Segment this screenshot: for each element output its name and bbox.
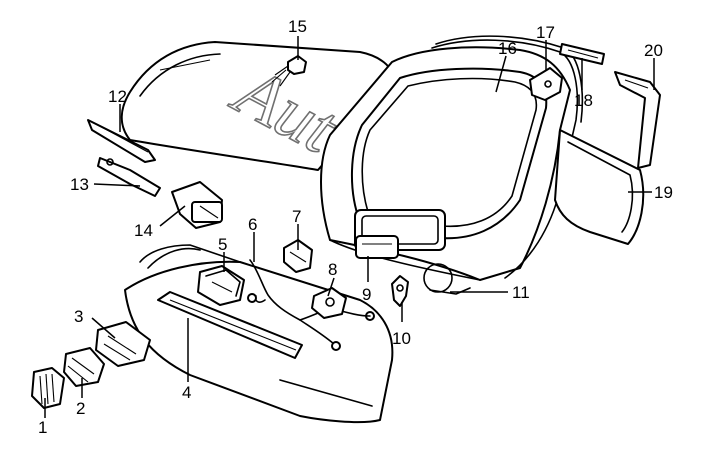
callout-14: 14 — [134, 221, 153, 240]
wiper-motor-14 — [171, 181, 223, 229]
trim-strip-4 — [157, 291, 303, 359]
tailgate-panel — [320, 46, 571, 281]
hinge-17 — [529, 67, 563, 101]
callout-6: 6 — [248, 215, 257, 234]
callout-16: 16 — [498, 39, 517, 58]
lock-actuator-8 — [311, 287, 347, 319]
lens-1 — [31, 367, 65, 409]
callout-4: 4 — [182, 383, 191, 402]
reflector-2 — [63, 347, 105, 387]
callout-8: 8 — [328, 260, 337, 279]
callout-18: 18 — [574, 91, 593, 110]
callout-12: 12 — [108, 87, 127, 106]
callout-1: 1 — [38, 418, 47, 437]
quarter-panel-19 — [554, 129, 645, 245]
callout-19: 19 — [654, 183, 673, 202]
callout-3: 3 — [74, 307, 83, 326]
callout-20: 20 — [644, 41, 663, 60]
callout-17: 17 — [536, 23, 555, 42]
lock-cylinder-10 — [391, 275, 409, 307]
wiper-linkage-13 — [97, 157, 161, 197]
callout-7: 7 — [292, 207, 301, 226]
callout-labels: 1 2 3 4 5 6 7 8 9 10 11 12 13 14 15 16 1… — [38, 17, 673, 437]
callout-10: 10 — [392, 329, 411, 348]
striker-11 — [423, 263, 471, 295]
trim-strip-20 — [614, 71, 661, 169]
windshield-glass — [120, 41, 396, 171]
handle-9 — [355, 235, 399, 259]
emblem-18 — [559, 43, 605, 65]
leader-lines — [44, 36, 655, 418]
wiper-arm-12 — [87, 119, 156, 163]
callout-5: 5 — [218, 235, 227, 254]
callout-9: 9 — [362, 285, 371, 304]
tail-lamp-5 — [197, 265, 245, 306]
callout-13: 13 — [70, 175, 89, 194]
washer-nozzle-15 — [271, 55, 307, 87]
callout-11: 11 — [512, 283, 530, 302]
callout-2: 2 — [76, 399, 85, 418]
callout-15: 15 — [288, 17, 307, 36]
